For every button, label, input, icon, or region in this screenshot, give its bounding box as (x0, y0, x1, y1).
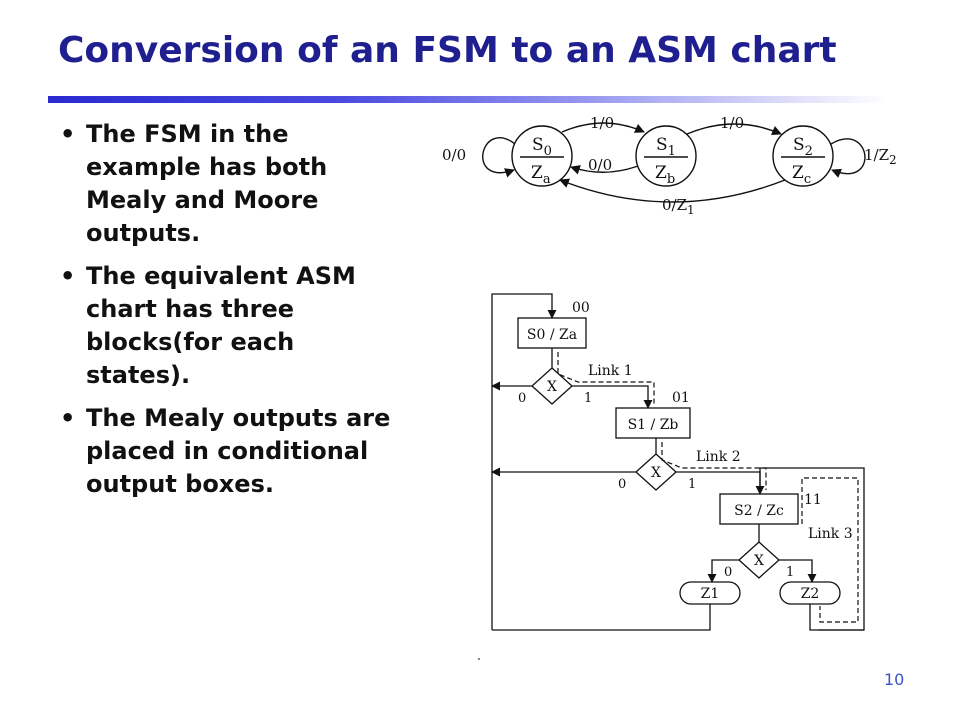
state-code-s0: 00 (572, 300, 590, 316)
label-s0-s1: 1/0 (590, 114, 614, 132)
state-box-s2-label: S2 / Zc (734, 503, 784, 519)
decision-1-zero: 0 (518, 391, 526, 406)
transition-s0-s1 (561, 122, 645, 133)
state-code-s2: 11 (804, 492, 822, 508)
state-s2 (772, 125, 834, 187)
state-s2-output: Zc (792, 163, 811, 187)
transition-s2-s0 (559, 178, 786, 203)
state-s0-name: S0 (532, 135, 552, 159)
decision-2 (635, 453, 677, 491)
label-s1-s0: 0/0 (588, 156, 612, 174)
state-box-s0-label: S0 / Za (527, 327, 577, 343)
bullet-2-line-2: chart has three (86, 295, 295, 323)
decision-3-zero: 0 (724, 565, 732, 580)
link-2-label: Link 2 (696, 449, 741, 465)
cond-output-z1-label: Z1 (701, 586, 720, 602)
bullet-1-line-4: outputs. (86, 219, 201, 247)
state-s1 (635, 125, 697, 187)
decision-2-one: 1 (688, 477, 696, 492)
transition-s1-s2 (686, 123, 782, 135)
state-s1-output: Zb (655, 163, 675, 187)
state-s0 (511, 125, 573, 187)
transition-s2-self (830, 138, 866, 178)
bullet-1-line-3: Mealy and Moore (86, 186, 319, 214)
state-code-s1: 01 (672, 390, 690, 406)
bullet-3-line-3: output boxes. (86, 470, 274, 498)
bullet-1-line-1: The FSM in the (86, 120, 289, 148)
connector-loop-s0 (491, 293, 557, 630)
stray-dot (478, 658, 480, 660)
bullet-3-line-1: The Mealy outputs are (86, 404, 391, 432)
transition-s0-self (482, 137, 516, 178)
decision-2-zero: 0 (618, 477, 626, 492)
decision-1 (531, 367, 573, 405)
link-3-label: Link 3 (808, 526, 853, 542)
state-s1-name: S1 (656, 135, 676, 159)
decision-1-label: X (547, 379, 557, 395)
state-s2-name: S2 (793, 135, 813, 159)
bullet-3-line-2: placed in conditional (86, 437, 369, 465)
state-box-s1 (615, 407, 691, 439)
bullet-dot: • (60, 404, 76, 432)
decision-3 (738, 541, 780, 579)
fsm-state-diagram: S0 Za S1 Zb S2 Zc 0/0 1/0 0/0 1/0 0/Z1 1… (442, 114, 897, 217)
bullet-2: • The equivalent ASM chart has three blocks… (58, 260, 428, 392)
label-s0-self: 0/0 (442, 146, 466, 164)
link-2-path (661, 442, 767, 490)
decision-2-label: X (651, 465, 661, 481)
bullet-2-line-4: states). (86, 361, 191, 389)
cond-output-z2-label: Z2 (801, 586, 820, 602)
bullet-1-line-2: example has both (86, 153, 328, 181)
decision-3-one: 1 (786, 565, 794, 580)
state-s0-output: Za (531, 163, 551, 187)
bullet-dot: • (60, 120, 76, 148)
bullet-3: • The Mealy outputs are placed in conditio… (58, 402, 428, 501)
page-number: 10 (884, 670, 905, 689)
label-s2-self: 1/Z2 (864, 146, 897, 167)
state-box-s1-label: S1 / Zb (628, 417, 679, 433)
decision-3-label: X (754, 553, 764, 569)
decision-1-one: 1 (584, 391, 592, 406)
bullet-2-line-3: blocks(for each (86, 328, 295, 356)
link-1-label: Link 1 (588, 363, 633, 379)
transition-s1-s0 (570, 165, 639, 175)
bullet-2-line-1: The equivalent ASM (86, 262, 356, 290)
label-s1-s2: 1/0 (720, 114, 744, 132)
label-s2-s0: 0/Z1 (662, 196, 695, 217)
title-underline (48, 96, 888, 103)
link-1-path (557, 352, 655, 406)
slide-title: Conversion of an FSM to an ASM chart (58, 30, 837, 71)
asm-chart: S0 / Za 00 X 0 1 Link 1 01 S1 / Zb X 0 1… (491, 293, 865, 631)
bullet-dot: • (60, 262, 76, 290)
